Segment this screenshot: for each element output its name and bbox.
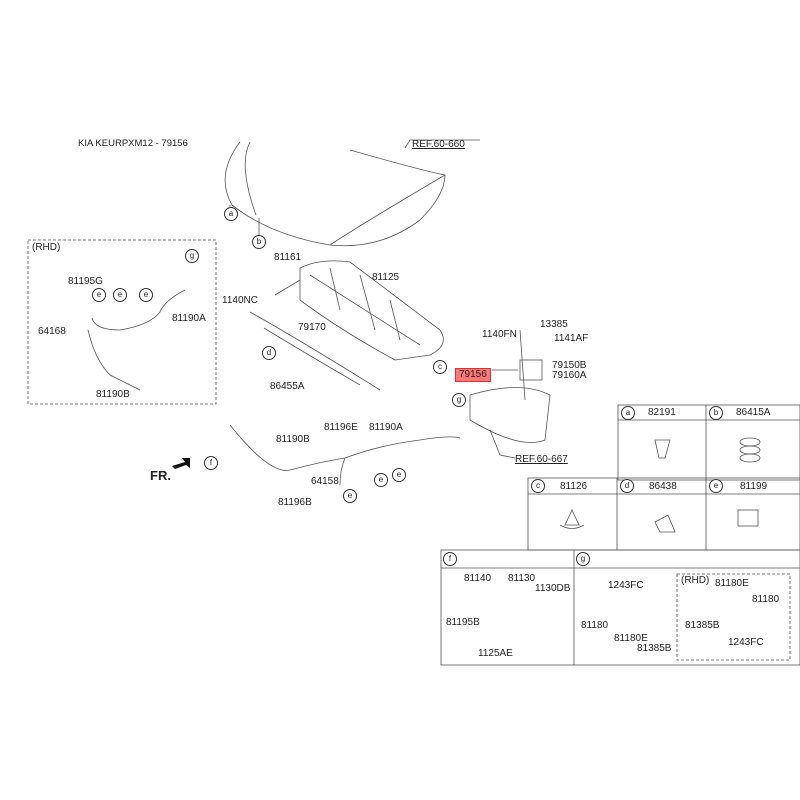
callout-e-rhd-2[interactable]: e xyxy=(113,288,127,302)
ref-cowl[interactable]: REF.60-667 xyxy=(515,454,568,465)
part-81195B[interactable]: 81195B xyxy=(446,617,480,628)
legend-part-b[interactable]: 86415A xyxy=(736,407,771,418)
legend-key-e: e xyxy=(709,479,723,493)
part-1140NC[interactable]: 1140NC xyxy=(222,295,258,306)
part-81190B-rhd[interactable]: 81190B xyxy=(96,389,130,400)
part-1243FC[interactable]: 1243FC xyxy=(608,580,644,591)
part-64158[interactable]: 64158 xyxy=(311,476,339,487)
detail-f-key: f xyxy=(443,552,457,566)
callout-g[interactable]: g xyxy=(452,393,466,407)
hood-inner-panel xyxy=(299,260,444,361)
part-81180[interactable]: 81180 xyxy=(581,620,609,631)
part-13385[interactable]: 13385 xyxy=(540,319,568,330)
part-1243FC-rhd[interactable]: 1243FC xyxy=(728,637,764,648)
part-81385B[interactable]: 81385B xyxy=(637,643,672,654)
part-81140[interactable]: 81140 xyxy=(464,573,492,584)
cowl-panel xyxy=(469,387,551,443)
part-1140FN[interactable]: 1140FN xyxy=(482,329,517,340)
callout-g-rhd[interactable]: g xyxy=(185,249,199,263)
legend-part-d[interactable]: 86438 xyxy=(649,481,677,492)
legend-part-a[interactable]: 82191 xyxy=(648,407,676,418)
legend-key-d: d xyxy=(620,479,634,493)
legend-part-e[interactable]: 81199 xyxy=(740,481,768,492)
callout-e-1[interactable]: e xyxy=(343,489,357,503)
part-81180E-rhd[interactable]: 81180E xyxy=(715,578,749,589)
part-81180E[interactable]: 81180E xyxy=(614,633,648,644)
part-79150B[interactable]: 79150B xyxy=(552,360,587,371)
part-86455A[interactable]: 86455A xyxy=(270,381,305,392)
rhd-box-outline xyxy=(27,239,217,405)
part-1141AF[interactable]: 1141AF xyxy=(554,333,589,344)
legend-key-b: b xyxy=(709,406,723,420)
callout-e-2[interactable]: e xyxy=(374,473,388,487)
front-arrow-icon xyxy=(172,458,190,469)
part-79160A[interactable]: 79160A xyxy=(552,370,587,381)
rhd-label: (RHD) xyxy=(32,242,61,253)
legend-part-c[interactable]: 81126 xyxy=(560,481,588,492)
part-81385B-rhd[interactable]: 81385B xyxy=(685,620,720,631)
callout-a[interactable]: a xyxy=(224,207,238,221)
part-1125AE[interactable]: 1125AE xyxy=(478,648,513,659)
part-81190A[interactable]: 81190A xyxy=(369,422,403,433)
legend-key-c: c xyxy=(531,479,545,493)
g-rhd-box-outline xyxy=(676,573,791,661)
g-rhd-label: (RHD) xyxy=(681,575,710,586)
cap-icon xyxy=(654,439,671,459)
highlighted-part-79156[interactable]: 79156 xyxy=(455,368,491,382)
callout-e-rhd-3[interactable]: e xyxy=(139,288,153,302)
hood-outline xyxy=(224,141,446,247)
part-79170[interactable]: 79170 xyxy=(298,322,326,333)
part-81130[interactable]: 81130 xyxy=(508,573,536,584)
part-81125[interactable]: 81125 xyxy=(372,272,400,283)
part-81196E[interactable]: 81196E xyxy=(324,422,358,433)
callout-b[interactable]: b xyxy=(252,235,266,249)
part-81190A-rhd[interactable]: 81190A xyxy=(172,313,206,324)
part-81195G[interactable]: 81195G xyxy=(68,276,103,287)
part-81161[interactable]: 81161 xyxy=(274,252,302,263)
front-label: FR. xyxy=(150,468,171,483)
part-81190B[interactable]: 81190B xyxy=(276,434,310,445)
part-81196B[interactable]: 81196B xyxy=(278,497,312,508)
callout-e-rhd-1[interactable]: e xyxy=(92,288,106,302)
callout-d[interactable]: d xyxy=(262,346,276,360)
detail-g-key: g xyxy=(576,552,590,566)
legend-key-a: a xyxy=(621,406,635,420)
callout-c[interactable]: c xyxy=(433,360,447,374)
callout-e-3[interactable]: e xyxy=(392,468,406,482)
part-81180-rhd[interactable]: 81180 xyxy=(752,594,780,605)
callout-f[interactable]: f xyxy=(204,456,218,470)
part-1130DB[interactable]: 1130DB xyxy=(535,583,571,594)
ref-hood[interactable]: REF.60-660 xyxy=(412,139,465,150)
part-64168[interactable]: 64168 xyxy=(38,326,66,337)
page-title: KIA KEURPXM12 - 79156 xyxy=(78,138,188,149)
